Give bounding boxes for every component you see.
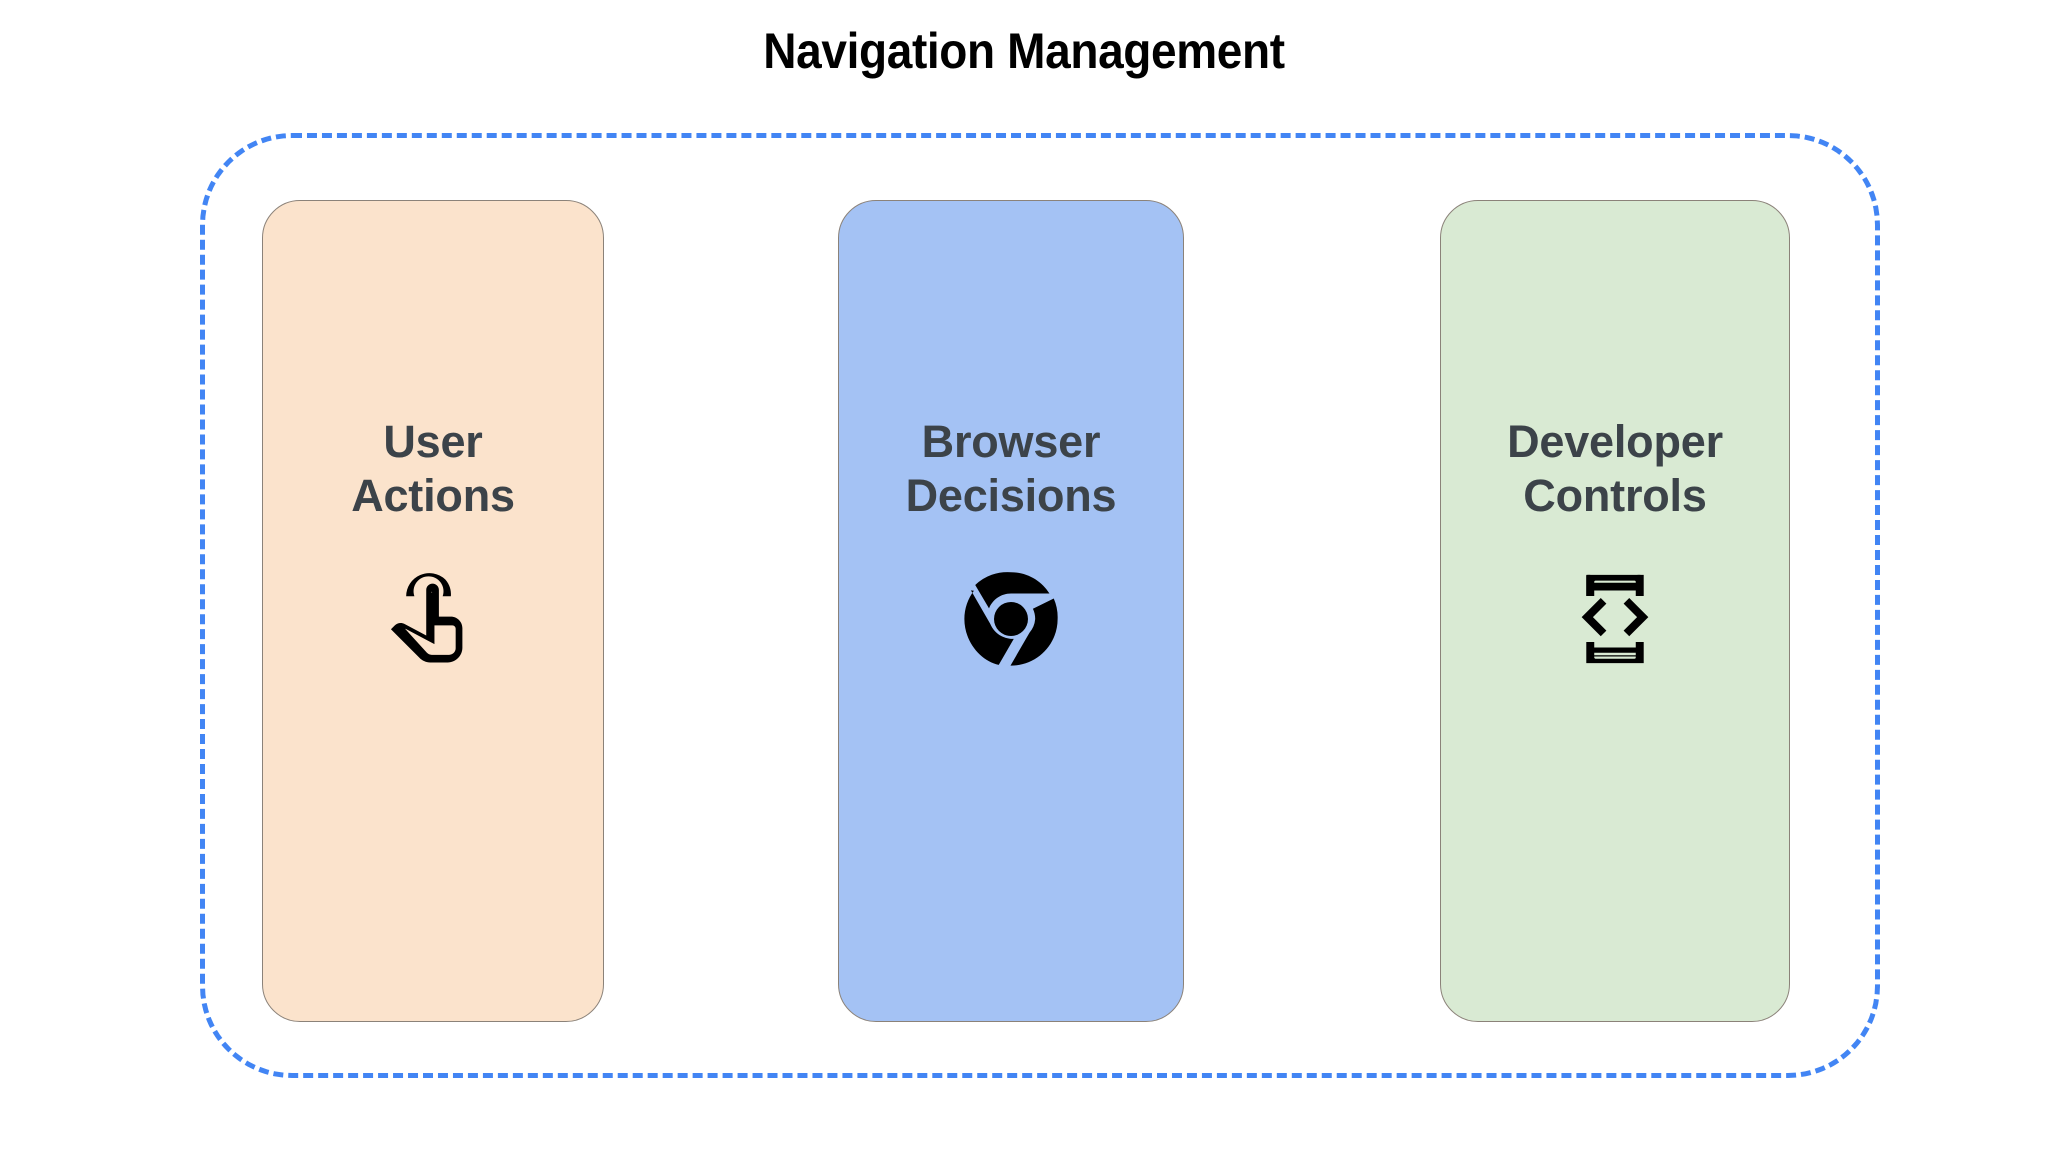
card-user-actions-label: User Actions [351,416,515,521]
card-browser-decisions[interactable]: Browser Decisions [838,200,1184,1022]
page-title: Navigation Management [763,23,1285,79]
chrome-logo-icon [953,561,1069,677]
touch-app-icon [375,561,491,677]
navigation-management-group-container [200,133,1880,1078]
card-developer-controls-label: Developer Controls [1507,416,1723,521]
card-user-actions[interactable]: User Actions [262,200,604,1022]
developer-mode-icon [1557,561,1673,677]
card-browser-decisions-label: Browser Decisions [905,416,1117,521]
card-developer-controls[interactable]: Developer Controls [1440,200,1790,1022]
